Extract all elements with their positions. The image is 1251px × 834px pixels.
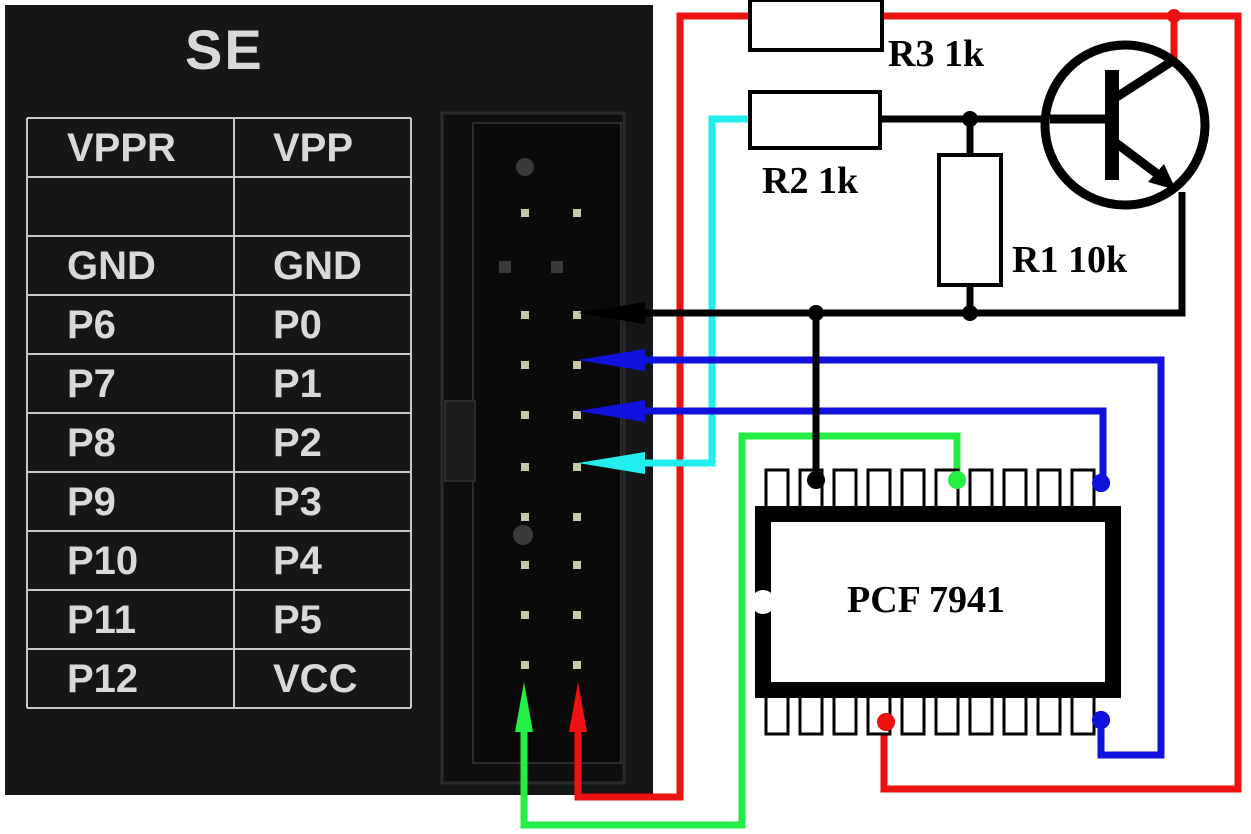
connector-key — [444, 400, 476, 482]
pin-label-p1: P1 — [273, 362, 322, 406]
label-ic: PCF 7941 — [847, 579, 1005, 621]
connector-pins — [521, 209, 581, 669]
green-wire — [520, 432, 961, 829]
transistor — [1040, 40, 1210, 210]
pin-label-gnd-right: GND — [273, 244, 362, 288]
cyan-arrow — [578, 452, 645, 474]
blue-arrow-p1 — [578, 349, 645, 371]
pin-table-grid — [26, 111, 626, 785]
pin-label-p8: P8 — [67, 421, 116, 465]
black-arrow — [578, 302, 645, 324]
transistor-emitter-arrow — [1148, 164, 1176, 190]
resistor-r2 — [748, 90, 882, 150]
blue-arrow-p2 — [578, 400, 645, 422]
label-r2: R2 1k — [762, 160, 859, 202]
cyan-wire — [640, 115, 750, 467]
pin-label-p12: P12 — [67, 657, 139, 701]
resistor-r3 — [748, 0, 884, 52]
pin-label-p3: P3 — [273, 480, 322, 524]
pin-label-p4: P4 — [273, 539, 322, 583]
green-arrow — [515, 682, 533, 732]
red-junction — [1167, 9, 1181, 23]
label-r3: R3 1k — [888, 33, 985, 75]
label-r1: R1 10k — [1012, 239, 1128, 281]
pin-label-vpp: VPP — [273, 126, 354, 170]
programmer-panel: SE — [5, 5, 653, 795]
pin-label-p10: P10 — [67, 539, 139, 583]
pin-label-p2: P2 — [273, 421, 322, 465]
resistor-r1 — [937, 153, 1003, 287]
pin-label-p6: P6 — [67, 303, 116, 347]
pin-label-gnd-left: GND — [67, 244, 156, 288]
red-arrow — [569, 682, 587, 732]
panel-title: SE — [185, 18, 264, 81]
connector-holes — [499, 158, 563, 545]
pin-label-p7: P7 — [67, 362, 116, 406]
pin-label-p11: P11 — [67, 598, 136, 642]
pin-label-p5: P5 — [273, 598, 322, 642]
pin-label-vcc: VCC — [273, 657, 358, 701]
red-wire — [574, 12, 1242, 801]
pin-label-p9: P9 — [67, 480, 116, 524]
blue-wire — [640, 356, 1165, 759]
pin-label-p0: P0 — [273, 303, 322, 347]
pin-label-vppr: VPPR — [67, 126, 176, 170]
